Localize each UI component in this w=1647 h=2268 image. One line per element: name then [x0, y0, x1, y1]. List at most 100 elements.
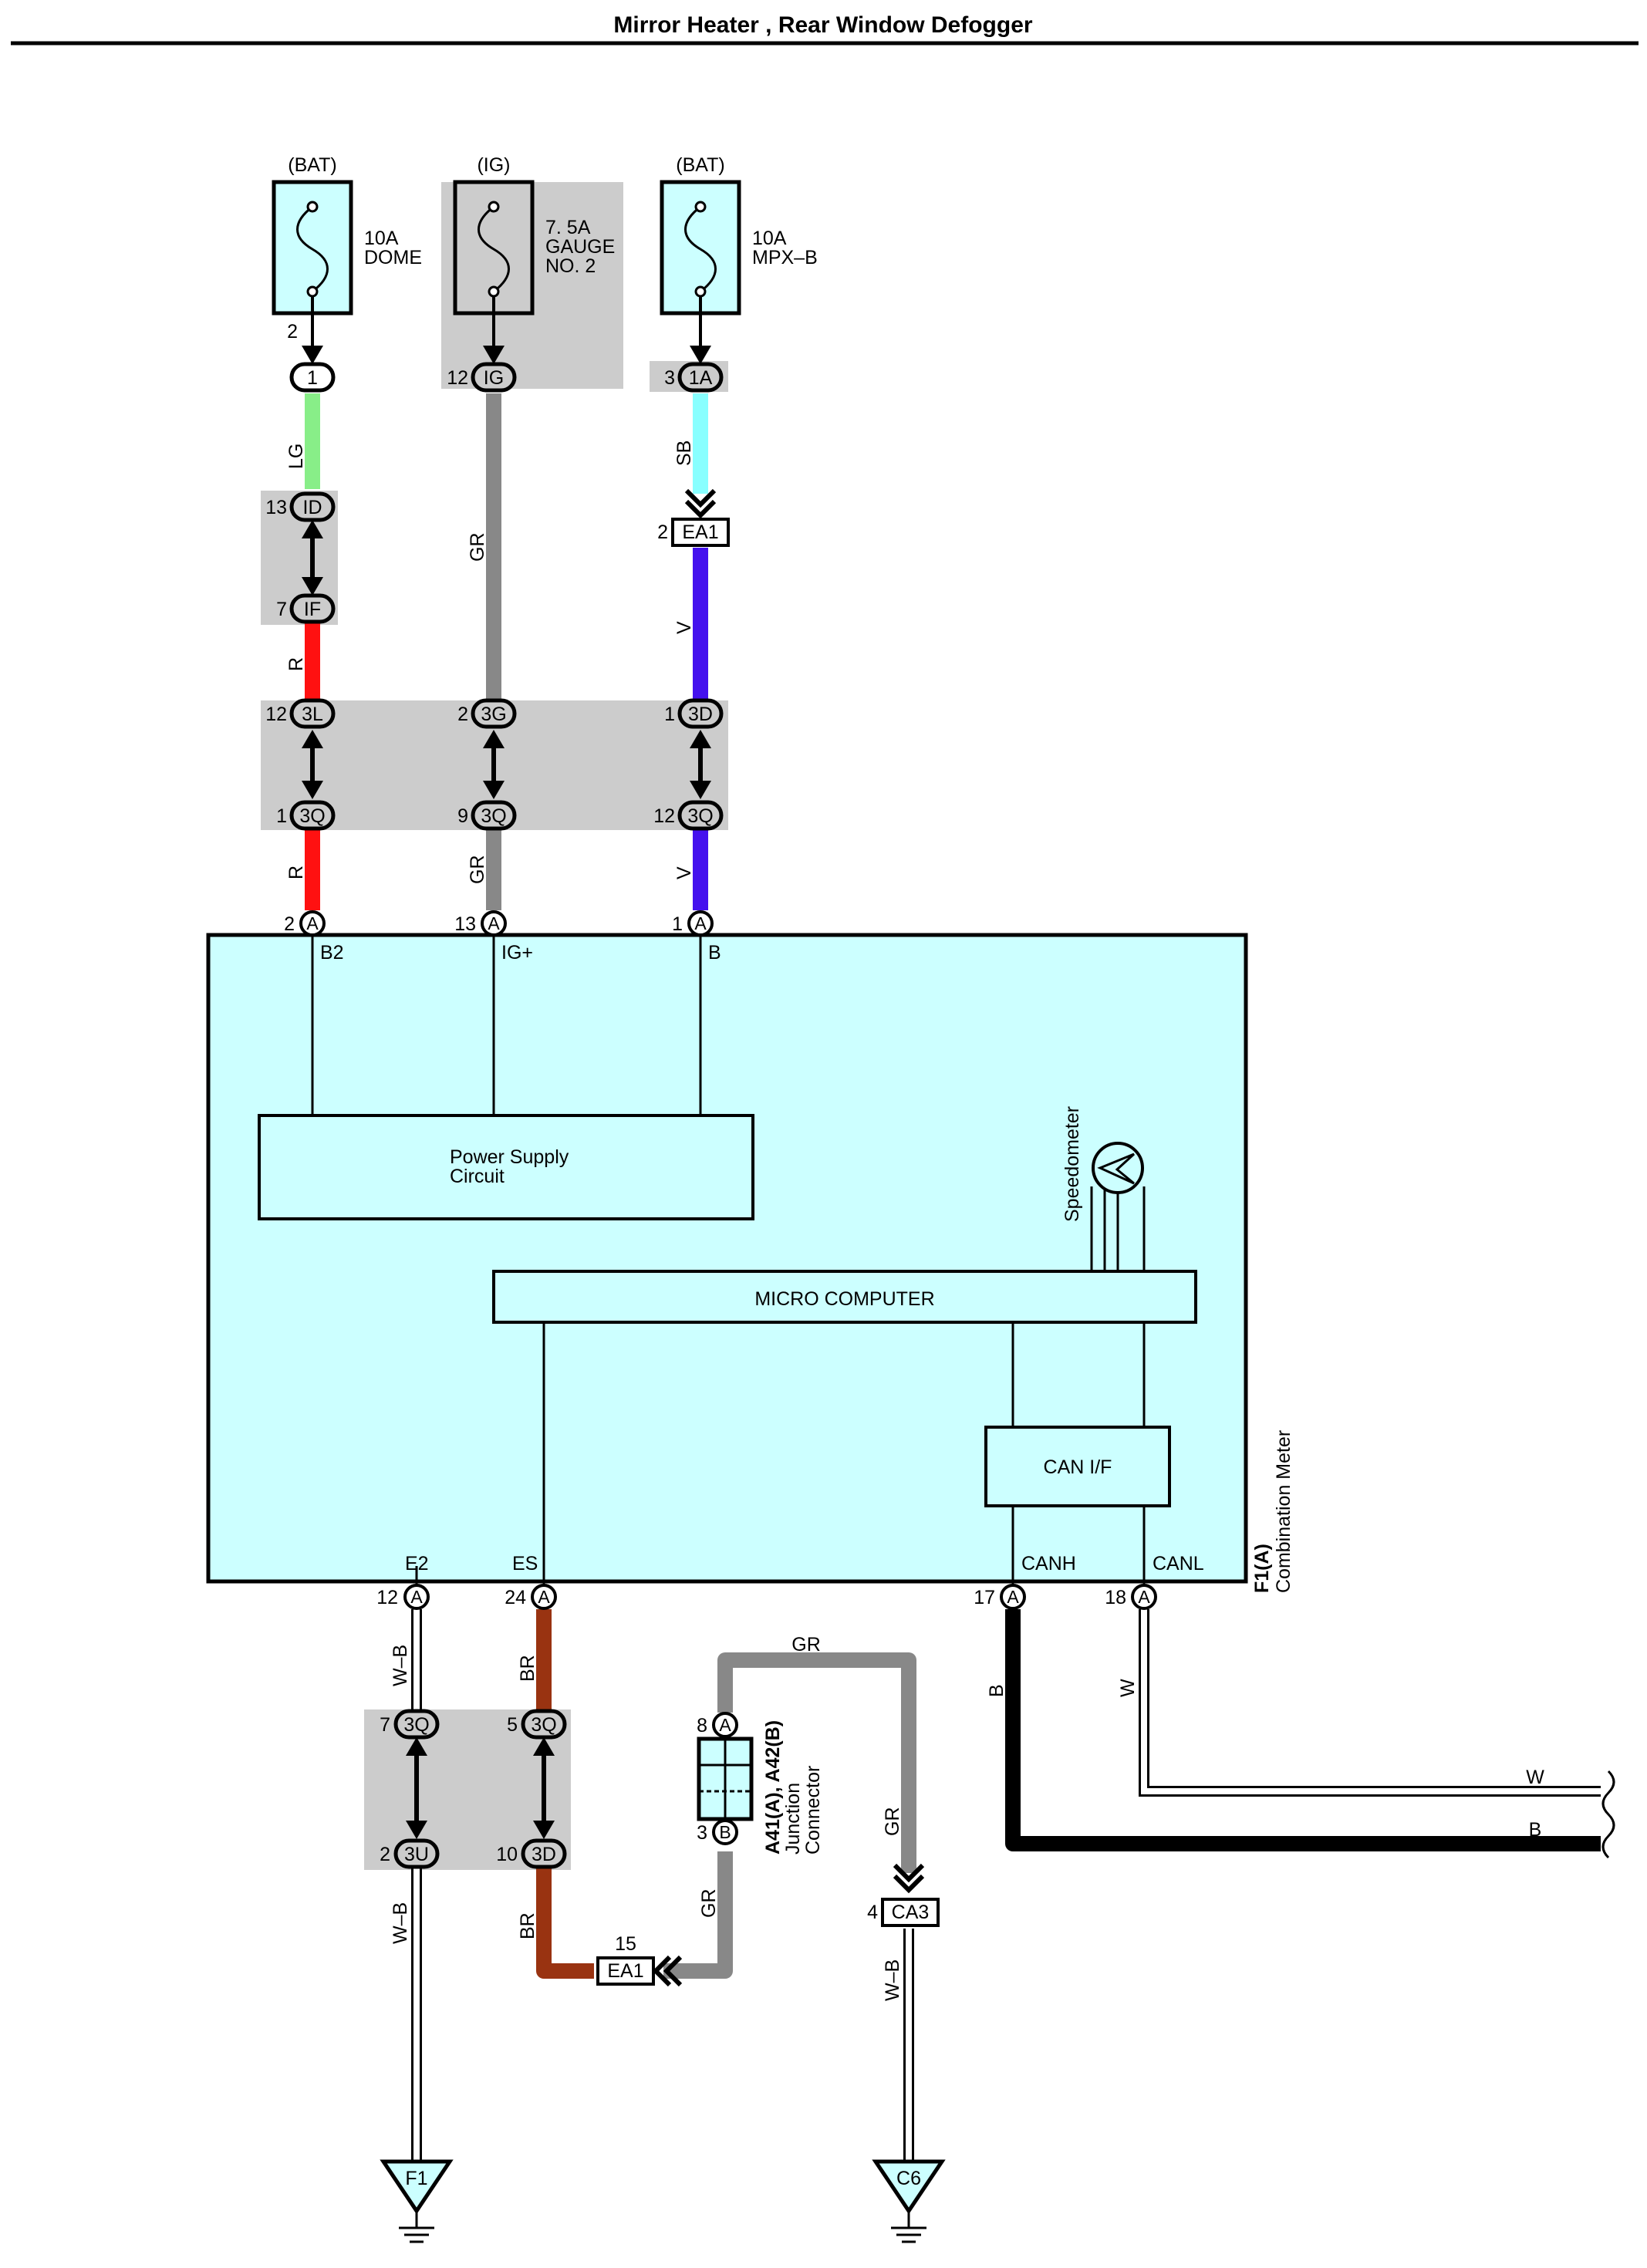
wire-label: GR [698, 1889, 720, 1919]
terminal-letter: A [694, 913, 707, 933]
fuse-dome[interactable] [272, 180, 353, 349]
meter-code-label: F1(A) [1251, 1544, 1273, 1593]
junction-code-label: A41(A), A42(B) [762, 1720, 784, 1855]
connector-oval[interactable] [393, 1838, 440, 1869]
connector-ea1-bottom[interactable] [596, 1956, 655, 1986]
connector-pin: 12 [447, 367, 468, 389]
connector-ca3[interactable] [881, 1898, 940, 1927]
terminal-name: B2 [320, 942, 344, 964]
terminal-name: ES [512, 1553, 538, 1574]
junction-connector[interactable]: A 8 B 3 [697, 1712, 754, 1845]
fuse-rating-label: 10A [364, 228, 399, 249]
connector-oval[interactable] [677, 698, 724, 729]
terminal-name: E2 [405, 1553, 429, 1574]
connector-oval[interactable] [677, 362, 724, 393]
connector-oval[interactable] [471, 362, 517, 393]
terminal-circle [712, 1819, 738, 1845]
connector-oval[interactable] [393, 1709, 440, 1740]
terminal-letter: A [306, 913, 319, 933]
meter-name-label: Combination Meter [1273, 1430, 1294, 1593]
connector-oval[interactable] [677, 800, 724, 831]
wire-w-canl[interactable] [1139, 1609, 1601, 1797]
connector-label: 3Q [687, 805, 713, 827]
arrow-up-icon [483, 730, 505, 748]
wire-label: GR [791, 1634, 821, 1655]
terminal-name: CANL [1153, 1553, 1204, 1574]
wire-break-icon [1601, 1770, 1615, 1859]
connector-oval[interactable] [289, 800, 336, 831]
fuse-gauge[interactable] [453, 180, 535, 349]
terminal-name: B [708, 942, 721, 964]
wires [305, 393, 1601, 1979]
white-wires [411, 1609, 1601, 2160]
connector-pin: 12 [265, 704, 287, 725]
fuse-terminal-icon [488, 285, 500, 298]
fuse-labels: (BAT) 10A DOME (IG) 7. 5A GAUGE NO. 2 (B… [288, 154, 817, 277]
connector-pin: 7 [276, 599, 287, 620]
fuse-terminal-icon [694, 201, 707, 213]
ground-label: C6 [896, 2168, 921, 2189]
fuse-source-label: (BAT) [676, 154, 724, 176]
connector-pin: 1 [276, 805, 287, 827]
connector-oval[interactable] [289, 593, 336, 624]
wire-label: GR [467, 533, 488, 562]
wire-label: GR [882, 1807, 903, 1837]
fuse-source-label: (IG) [477, 154, 510, 176]
connector-label: 1 [307, 367, 318, 389]
chevron-left-icon [652, 1955, 672, 1987]
connector-oval[interactable] [521, 1709, 567, 1740]
wire-b-canh[interactable] [1005, 1609, 1601, 1851]
fuse-terminal-icon [306, 201, 319, 213]
wire-label: W [1117, 1679, 1139, 1697]
chevron-left-icon [663, 1955, 683, 1987]
wire-label: BR [517, 1912, 538, 1939]
connector-label: 3D [532, 1844, 556, 1865]
can-if-box[interactable] [984, 1426, 1171, 1507]
power-supply-circuit-box[interactable] [258, 1114, 754, 1220]
connector-oval[interactable] [289, 698, 336, 729]
arrow-marks [302, 346, 711, 1839]
wire-gr-loop-left[interactable] [663, 1851, 733, 1979]
wire-label: R [285, 657, 307, 671]
connector-pin: 3 [664, 367, 675, 389]
junction-name-label: Connector [802, 1766, 824, 1855]
speedometer-icon [1092, 1142, 1144, 1194]
connector-label: 3Q [531, 1714, 556, 1736]
chevron-down-icon [893, 1863, 925, 1883]
connector-ea1-top[interactable] [671, 518, 730, 547]
wire-br-lower[interactable] [536, 1867, 594, 1979]
connector-pin: 10 [496, 1844, 518, 1865]
wire-label: R [285, 866, 307, 879]
chevron-down-icon [893, 1874, 925, 1894]
wire-gr-loop-top[interactable] [717, 1652, 916, 1873]
fuse-mpx-b[interactable] [660, 180, 741, 349]
connector-oval[interactable] [289, 491, 336, 522]
connector-pin: 5 [507, 1714, 518, 1736]
micro-computer-box[interactable] [492, 1270, 1197, 1324]
wire-w-canl-core [1141, 1609, 1601, 1794]
junction-name-label: Junction [782, 1783, 804, 1855]
arrow-down-icon [690, 781, 711, 799]
ground-c6[interactable]: C6 [872, 2159, 946, 2243]
ground-f1[interactable]: F1 [380, 2159, 454, 2243]
arrow-down-icon [302, 781, 323, 799]
terminal-pin: 2 [284, 913, 295, 935]
arrow-down-icon [483, 346, 505, 364]
connector-oval[interactable] [289, 362, 336, 393]
terminal-letter: B [719, 1822, 731, 1842]
connector-label: 3G [481, 704, 506, 725]
connector-oval[interactable] [471, 698, 517, 729]
fuse-icon [478, 205, 510, 293]
arrow-down-icon [533, 1821, 555, 1839]
connector-oval[interactable] [471, 800, 517, 831]
connector-label: 3D [688, 704, 713, 725]
connector-pin: 2 [457, 704, 468, 725]
terminal-letter: A [1007, 1587, 1019, 1607]
wire-label: SB [673, 440, 695, 466]
connector-oval[interactable] [521, 1838, 567, 1869]
wire-label: V [673, 621, 695, 634]
arrow-down-icon [302, 346, 323, 364]
terminal-name: IG+ [501, 942, 533, 964]
connector-label: IG [484, 367, 504, 389]
